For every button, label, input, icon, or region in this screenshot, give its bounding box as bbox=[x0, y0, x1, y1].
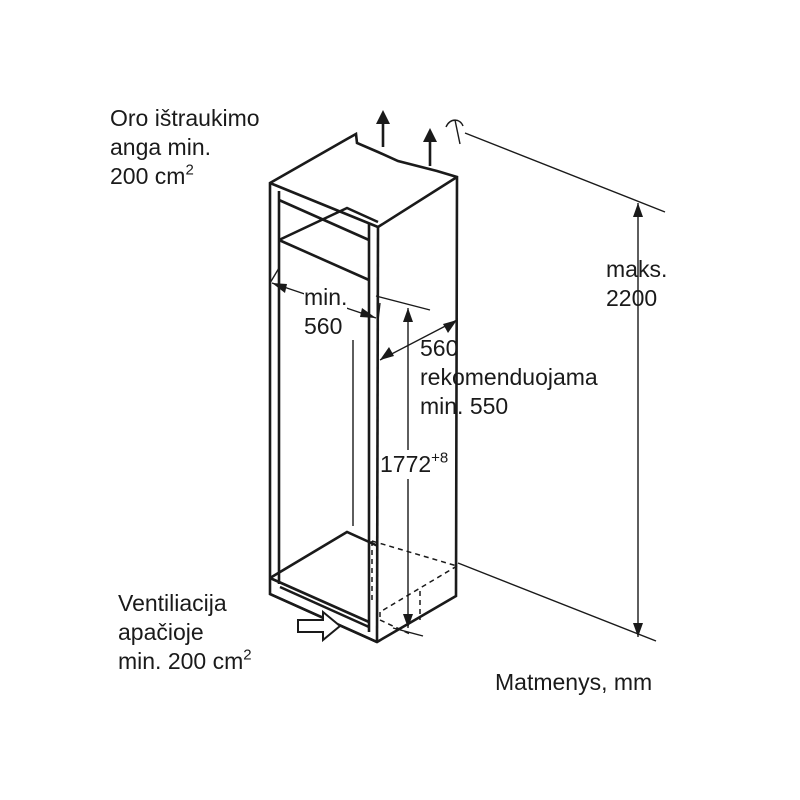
max-height-label-line2: 2200 bbox=[606, 285, 658, 311]
vent-label-line1: Ventiliacija bbox=[118, 590, 227, 616]
exhaust-label: Oro ištraukimo anga min. 200 cm2 bbox=[110, 104, 260, 191]
vent-area-sup: 2 bbox=[243, 646, 252, 664]
curve-marker-icon bbox=[445, 119, 464, 145]
height-label: 1772+8 bbox=[380, 449, 449, 479]
width-label-line2: 560 bbox=[304, 313, 343, 339]
height-value: 1772 bbox=[380, 451, 432, 477]
width-label: min. 560 bbox=[304, 283, 348, 341]
exhaust-label-line2: anga min. bbox=[110, 134, 212, 160]
max-height-label: maks. 2200 bbox=[606, 255, 667, 313]
max-height-label-line1: maks. bbox=[606, 256, 668, 282]
vent-label-line2: apačioje bbox=[118, 619, 204, 645]
vent-label: Ventiliacija apačioje min. 200 cm2 bbox=[118, 589, 252, 676]
exhaust-label-line3: 200 cm2 bbox=[110, 162, 260, 191]
arrow-right-hollow-icon bbox=[297, 609, 342, 643]
exhaust-label-line1: Oro ištraukimo bbox=[110, 105, 260, 131]
depth-label-line1: 560 bbox=[420, 335, 459, 361]
vent-label-line3: min. 200 cm2 bbox=[118, 647, 252, 676]
arrow-up-icon bbox=[376, 110, 390, 147]
max-height-dimension bbox=[457, 132, 666, 642]
depth-label: 560 rekomenduojama min. 550 bbox=[420, 334, 598, 421]
depth-label-line3: min. 550 bbox=[420, 393, 509, 419]
units-label: Matmenys, mm bbox=[495, 669, 653, 695]
height-tolerance: +8 bbox=[431, 449, 449, 467]
arrow-up-icon bbox=[423, 128, 437, 166]
width-label-line1: min. bbox=[304, 284, 348, 310]
depth-label-line2: rekomenduojama bbox=[420, 364, 598, 390]
vent-area: min. 200 cm bbox=[118, 648, 244, 674]
depth-dimension bbox=[379, 318, 458, 361]
exhaust-area: 200 cm bbox=[110, 163, 186, 189]
exhaust-area-sup: 2 bbox=[185, 161, 194, 179]
